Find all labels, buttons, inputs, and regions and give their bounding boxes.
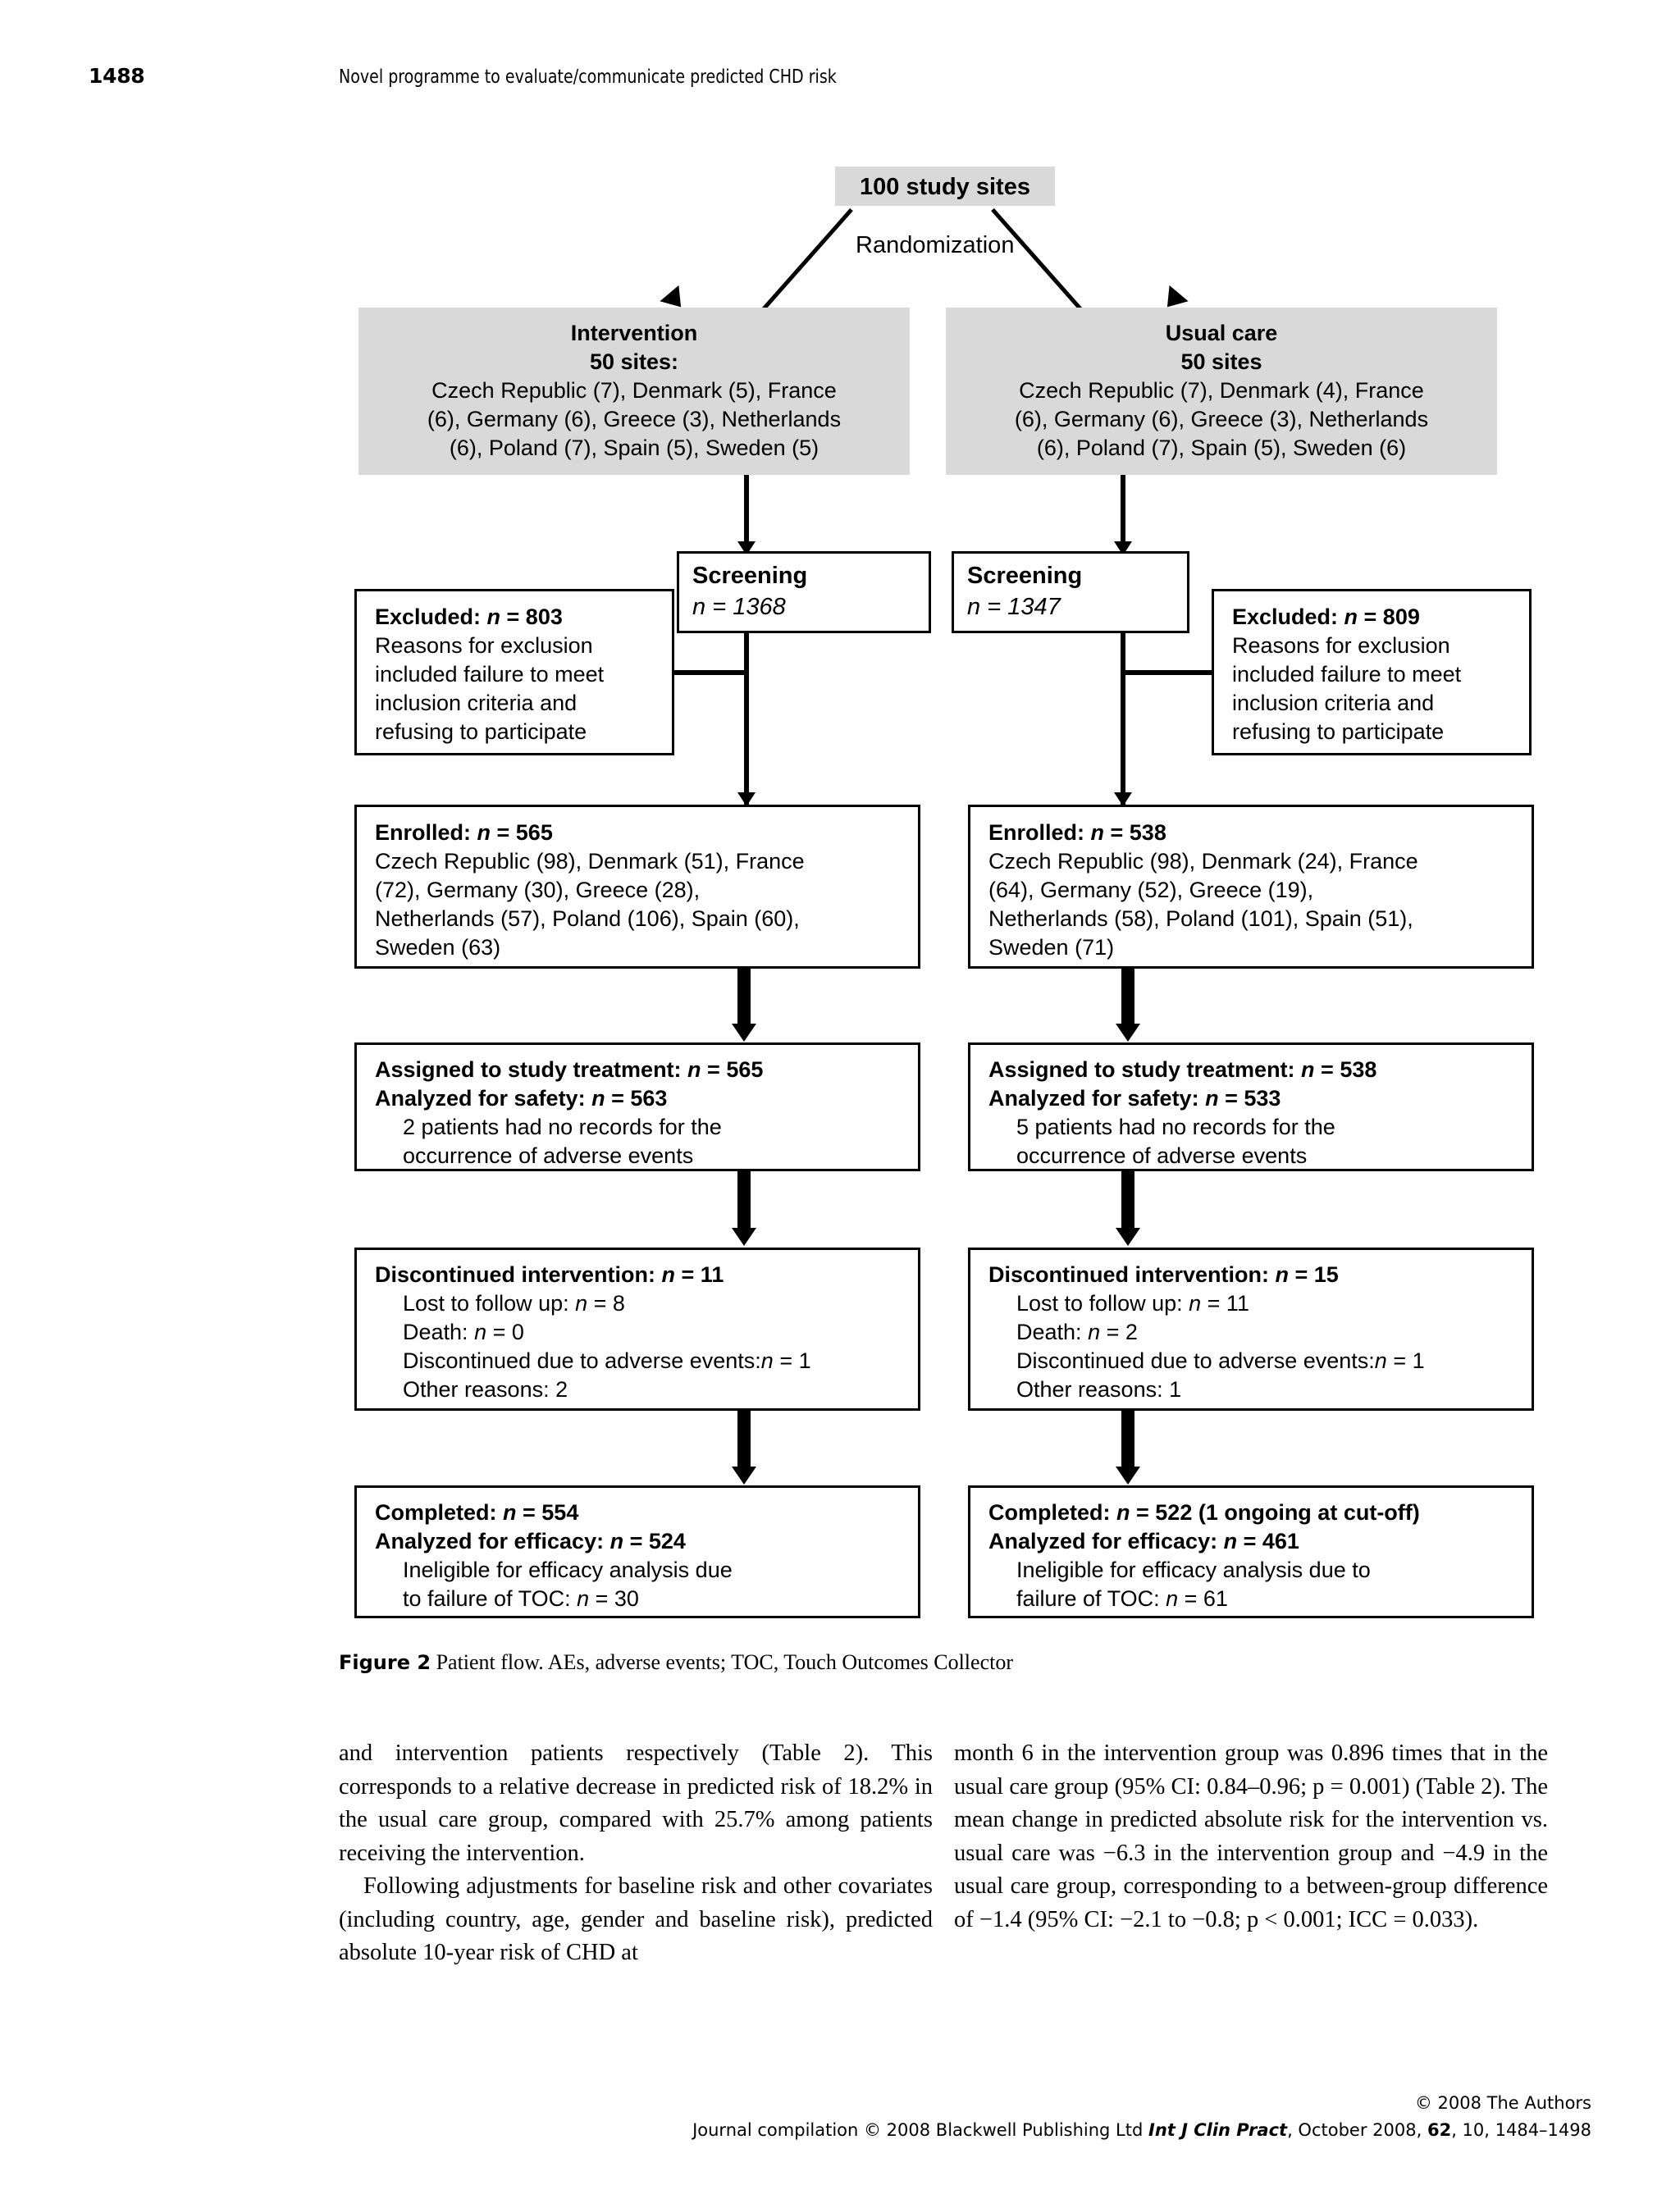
- arm-usual-care-countries: Czech Republic (7), Denmark (4), France …: [1014, 378, 1429, 461]
- arrow-discontinued-to-completed-intervention: [732, 1467, 756, 1485]
- enrolled-usual-care-title: Enrolled: n = 538: [988, 820, 1166, 845]
- figure-caption: Figure 2 Patient flow. AEs, adverse even…: [339, 1650, 1405, 1675]
- excluded-intervention-title: Excluded: n = 803: [375, 604, 563, 629]
- screening-usual-care-n: n = 1347: [967, 593, 1061, 620]
- assigned-intervention-line2: Analyzed for safety: n = 563: [375, 1086, 668, 1111]
- elbow-screening-to-excluded-intervention: [674, 670, 746, 675]
- node-enrolled-usual-care: Enrolled: n = 538 Czech Republic (98), D…: [968, 805, 1534, 969]
- arm-intervention-countries: Czech Republic (7), Denmark (5), France …: [427, 378, 842, 461]
- screening-intervention-title: Screening: [692, 563, 808, 589]
- paragraph-right-1: month 6 in the intervention group was 0.…: [954, 1740, 1548, 1932]
- footer-issue-date: , October 2008,: [1287, 2120, 1427, 2140]
- figure-patient-flow: 100 study sites Randomization Interventi…: [354, 167, 1534, 1618]
- arm-usual-care-name: Usual care: [1165, 321, 1278, 345]
- stem-screening-usual-care: [1121, 633, 1125, 805]
- completed-usual-care-body: Ineligible for efficacy analysis due to …: [1016, 1558, 1371, 1612]
- node-arm-intervention: Intervention 50 sites: Czech Republic (7…: [358, 308, 910, 475]
- node-assigned-intervention: Assigned to study treatment: n = 565 Ana…: [354, 1042, 920, 1171]
- discontinued-usual-care-body: Lost to follow up: n = 11 Death: n = 2 D…: [1016, 1291, 1425, 1403]
- arm-intervention-name: Intervention: [570, 321, 698, 345]
- connector-assigned-to-discontinued-intervention: [737, 1171, 751, 1230]
- paragraph-left-2: Following adjustments for baseline risk …: [339, 1873, 933, 1965]
- randomization-label: Randomization: [856, 232, 1015, 258]
- footer-volume: 62: [1427, 2120, 1452, 2140]
- figure-caption-text: Patient flow. AEs, adverse events; TOC, …: [436, 1650, 1013, 1674]
- connector-intervention-to-screening: [744, 475, 749, 545]
- enrolled-usual-care-body: Czech Republic (98), Denmark (24), Franc…: [988, 849, 1418, 960]
- node-screening-usual-care: Screening n = 1347: [952, 551, 1189, 633]
- node-assigned-usual-care: Assigned to study treatment: n = 538 Ana…: [968, 1042, 1534, 1171]
- excluded-intervention-body: Reasons for exclusion included failure t…: [375, 633, 605, 745]
- node-screening-intervention: Screening n = 1368: [677, 551, 931, 633]
- screening-intervention-n: n = 1368: [692, 593, 786, 620]
- stem-screening-intervention: [744, 633, 749, 805]
- running-title: Novel programme to evaluate/communicate …: [339, 66, 837, 88]
- node-completed-usual-care: Completed: n = 522 (1 ongoing at cut-off…: [968, 1485, 1534, 1618]
- assigned-usual-care-body: 5 patients had no records for the occurr…: [1016, 1115, 1335, 1169]
- node-completed-intervention: Completed: n = 554 Analyzed for efficacy…: [354, 1485, 920, 1618]
- completed-usual-care-line2: Analyzed for efficacy: n = 461: [988, 1529, 1299, 1554]
- arm-usual-care-sites: 50 sites: [1180, 349, 1262, 375]
- screening-usual-care-title: Screening: [967, 563, 1083, 589]
- node-arm-usual-care: Usual care 50 sites Czech Republic (7), …: [946, 308, 1497, 475]
- body-column-left: and intervention patients respectively (…: [339, 1737, 933, 1970]
- node-excluded-usual-care: Excluded: n = 809 Reasons for exclusion …: [1212, 589, 1532, 755]
- arrow-discontinued-to-completed-usual-care: [1116, 1467, 1140, 1485]
- enrolled-intervention-body: Czech Republic (98), Denmark (51), Franc…: [375, 849, 805, 960]
- footer-line-2: Journal compilation © 2008 Blackwell Pub…: [0, 2117, 1680, 2144]
- footer-journal-name: Int J Clin Pract: [1148, 2120, 1288, 2140]
- arrow-screening-to-enrolled-intervention: [737, 792, 756, 806]
- enrolled-intervention-title: Enrolled: n = 565: [375, 820, 553, 845]
- arrow-screening-to-enrolled-usual-care: [1114, 792, 1132, 806]
- connector-discontinued-to-completed-usual-care: [1121, 1411, 1134, 1470]
- completed-intervention-line1: Completed: n = 554: [375, 1500, 579, 1525]
- node-discontinued-intervention: Discontinued intervention: n = 11 Lost t…: [354, 1248, 920, 1411]
- arm-intervention-sites: 50 sites:: [589, 349, 679, 375]
- page-header: 1488 Novel programme to evaluate/communi…: [0, 64, 1680, 97]
- body-column-right: month 6 in the intervention group was 0.…: [954, 1737, 1548, 1937]
- discontinued-intervention-title: Discontinued intervention: n = 11: [375, 1262, 724, 1287]
- excluded-usual-care-title: Excluded: n = 809: [1232, 604, 1420, 629]
- page-number: 1488: [89, 64, 145, 88]
- connector-usual-care-to-screening: [1121, 475, 1125, 545]
- footer-pages: , 10, 1484–1498: [1451, 2120, 1591, 2140]
- connector-discontinued-to-completed-intervention: [737, 1411, 751, 1470]
- discontinued-usual-care-title: Discontinued intervention: n = 15: [988, 1262, 1339, 1287]
- node-enrolled-intervention: Enrolled: n = 565 Czech Republic (98), D…: [354, 805, 920, 969]
- node-study-sites: 100 study sites: [835, 167, 1055, 206]
- node-study-sites-label: 100 study sites: [860, 174, 1030, 200]
- assigned-usual-care-line2: Analyzed for safety: n = 533: [988, 1086, 1281, 1111]
- assigned-intervention-body: 2 patients had no records for the occurr…: [403, 1115, 722, 1169]
- completed-usual-care-line1: Completed: n = 522 (1 ongoing at cut-off…: [988, 1500, 1420, 1525]
- assigned-intervention-line1: Assigned to study treatment: n = 565: [375, 1057, 764, 1082]
- assigned-usual-care-line1: Assigned to study treatment: n = 538: [988, 1057, 1377, 1082]
- connector-assigned-to-discontinued-usual-care: [1121, 1171, 1134, 1230]
- figure-caption-label: Figure 2: [339, 1651, 431, 1674]
- footer-compilation-text: Journal compilation © 2008 Blackwell Pub…: [692, 2120, 1148, 2140]
- arrow-assigned-to-discontinued-intervention: [732, 1228, 756, 1246]
- connector-enrolled-to-assigned-intervention: [737, 969, 751, 1028]
- completed-intervention-line2: Analyzed for efficacy: n = 524: [375, 1529, 686, 1554]
- page-footer: © 2008 The Authors Journal compilation ©…: [0, 2090, 1680, 2144]
- completed-intervention-body: Ineligible for efficacy analysis due to …: [403, 1558, 733, 1612]
- arrow-assigned-to-discontinued-usual-care: [1116, 1228, 1140, 1246]
- footer-line-1: © 2008 The Authors: [1414, 2093, 1591, 2113]
- paragraph-left-1: and intervention patients respectively (…: [339, 1740, 933, 1866]
- arrow-enrolled-to-assigned-usual-care: [1116, 1024, 1140, 1042]
- connector-enrolled-to-assigned-usual-care: [1121, 969, 1134, 1028]
- arrow-enrolled-to-assigned-intervention: [732, 1024, 756, 1042]
- discontinued-intervention-body: Lost to follow up: n = 8 Death: n = 0 Di…: [403, 1291, 811, 1403]
- elbow-screening-to-excluded-usual-care: [1123, 670, 1213, 675]
- excluded-usual-care-body: Reasons for exclusion included failure t…: [1232, 633, 1462, 745]
- node-excluded-intervention: Excluded: n = 803 Reasons for exclusion …: [354, 589, 674, 755]
- node-discontinued-usual-care: Discontinued intervention: n = 15 Lost t…: [968, 1248, 1534, 1411]
